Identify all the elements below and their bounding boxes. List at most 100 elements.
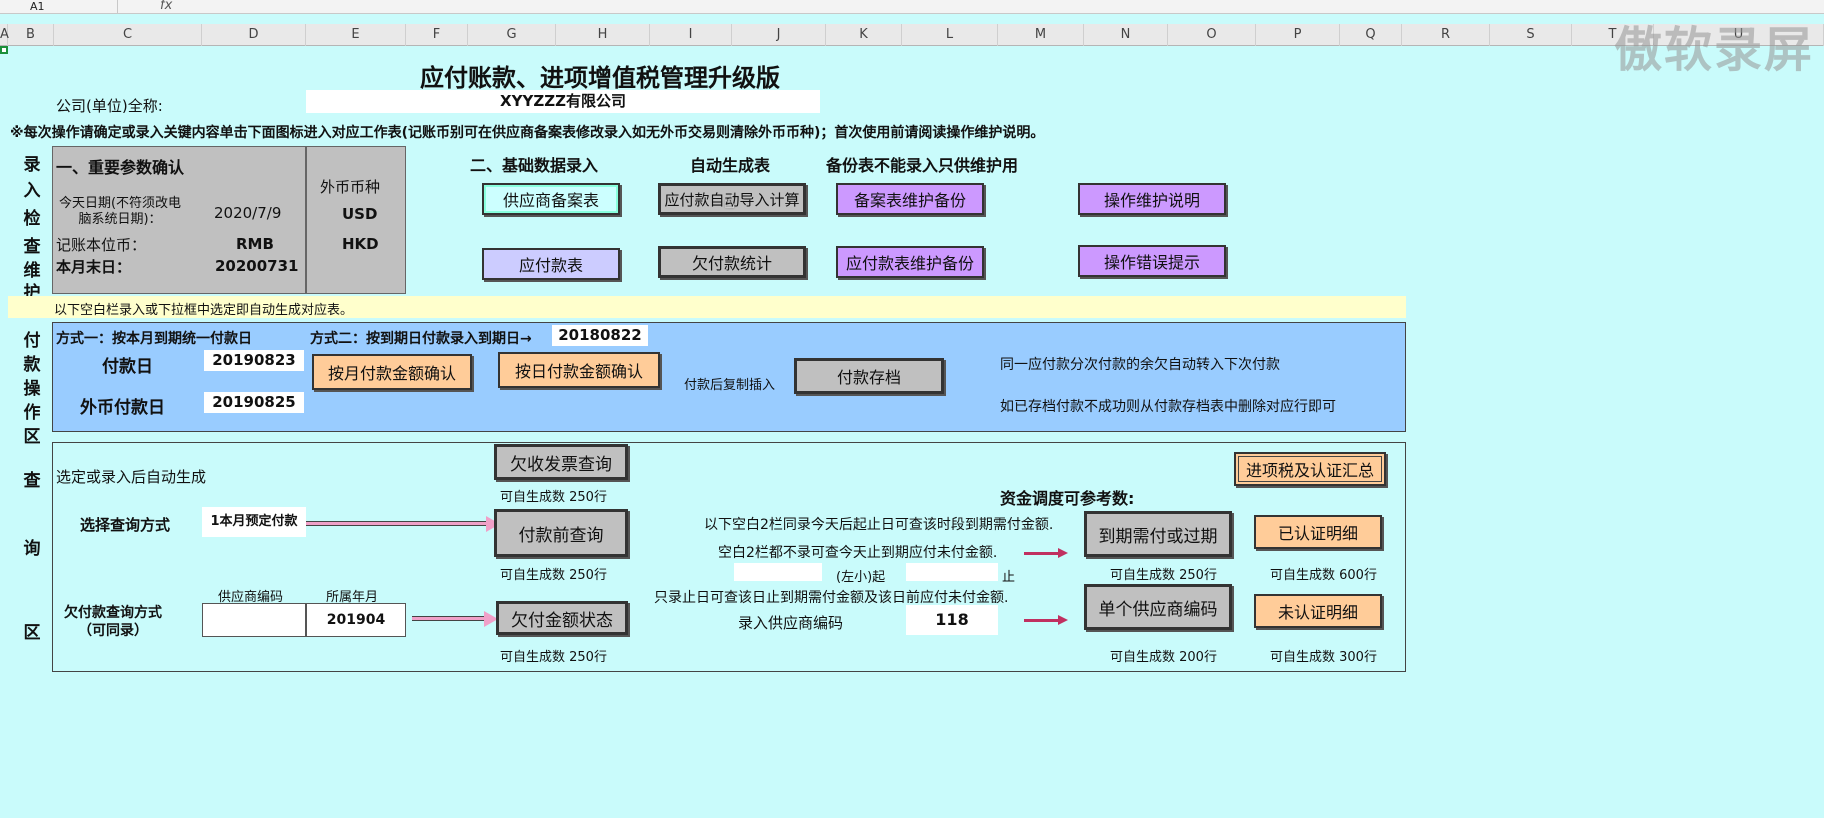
input-tax-summary-button[interactable]: 进项税及认证汇总 — [1234, 452, 1386, 486]
arrow-line — [412, 616, 490, 621]
single-supplier-code-button[interactable]: 单个供应商编码 — [1084, 584, 1232, 630]
payable-backup-button[interactable]: 应付款表维护备份 — [836, 246, 984, 278]
name-box[interactable]: A1 — [0, 0, 118, 14]
pay-day-label: 付款日 — [102, 357, 153, 377]
selected-cell-indicator — [0, 46, 8, 54]
from-date-input[interactable] — [734, 563, 822, 581]
certified-detail-button[interactable]: 已认证明细 — [1254, 515, 1382, 549]
column-header[interactable]: K — [826, 24, 902, 46]
section-backup-heading: 备份表不能录入只供维护用 — [826, 156, 1019, 175]
column-header[interactable]: F — [406, 24, 468, 46]
gen-count-label: 可自生成数 300行 — [1270, 650, 1377, 665]
column-header[interactable]: Q — [1340, 24, 1402, 46]
pay-method2-label: 方式二：按到期日付款录入到期日→ — [310, 331, 532, 347]
column-header[interactable]: G — [468, 24, 556, 46]
period-input[interactable]: 201904 — [306, 603, 406, 637]
gen-count-label: 可自生成数 600行 — [1270, 568, 1377, 583]
column-header[interactable]: O — [1168, 24, 1256, 46]
operation-manual-button[interactable]: 操作维护说明 — [1078, 183, 1226, 215]
from-label: (左小)起 — [836, 570, 886, 585]
gen-count-label: 可自生成数 250行 — [500, 650, 607, 665]
column-header[interactable]: E — [306, 24, 406, 46]
side-label-char: 维 — [23, 261, 41, 281]
supplier-record-button[interactable]: 供应商备案表 — [482, 183, 620, 215]
column-header[interactable]: A — [0, 24, 9, 46]
side-label-char: 询 — [23, 539, 41, 559]
supplier-code-input[interactable] — [202, 603, 306, 637]
arrow-line — [306, 521, 492, 526]
gen-count-label: 可自生成数 250行 — [500, 568, 607, 583]
period-header: 所属年月 — [326, 590, 379, 605]
query-panel — [52, 442, 1406, 672]
page-title: 应付账款、进项增值税管理升级版 — [420, 64, 780, 92]
notice-text: ※每次操作请确定或录入关键内容单击下面图标进入对应工作表(记账币别可在供应商备案… — [10, 125, 1045, 141]
params-heading: 一、重要参数确认 — [56, 158, 185, 177]
arrow-line — [1024, 552, 1060, 555]
column-header[interactable]: R — [1402, 24, 1490, 46]
column-header[interactable]: B — [8, 24, 54, 46]
column-header[interactable]: N — [1084, 24, 1168, 46]
funds-note-1: 以下空白2栏同录今天后起止日可查该时段到期需付金额. — [704, 517, 1054, 533]
funds-title: 资金调度可参考数: — [1000, 489, 1135, 508]
yellow-note-text: 以下空白栏录入或下拉框中选定即自动生成对应表。 — [54, 303, 354, 318]
fx-pay-day-input[interactable]: 20190825 — [204, 392, 304, 413]
column-header[interactable]: S — [1490, 24, 1572, 46]
fx-icon[interactable]: fx — [160, 0, 173, 13]
today-label: 今天日期(不符须改电脑系统日期)： — [58, 196, 182, 227]
currency-label: 记账本位币： — [56, 236, 147, 254]
side-label-char: 查 — [23, 237, 41, 257]
month-end-value: 20200731 — [215, 257, 299, 275]
supplier-code-header: 供应商编码 — [218, 590, 284, 605]
column-header[interactable]: H — [556, 24, 650, 46]
to-date-input[interactable] — [906, 563, 998, 581]
due-date-input[interactable]: 20180822 — [552, 325, 648, 346]
column-header[interactable]: M — [998, 24, 1084, 46]
column-header[interactable]: D — [202, 24, 306, 46]
select-mode-label: 选择查询方式 — [80, 516, 171, 534]
due-or-overdue-button[interactable]: 到期需付或过期 — [1084, 511, 1232, 557]
side-label-char: 入 — [23, 181, 41, 201]
pay-day-confirm-button[interactable]: 按日付款金额确认 — [498, 352, 660, 388]
pre-pay-query-button[interactable]: 付款前查询 — [494, 509, 628, 557]
column-header[interactable]: T — [1572, 24, 1654, 46]
arrow-right-icon — [1058, 548, 1068, 558]
supplier-code-query-input[interactable]: 118 — [906, 605, 998, 635]
select-mode-dropdown[interactable]: 1本月预定付款 — [202, 507, 306, 537]
side-label-char: 区 — [23, 623, 41, 643]
backup-case-button[interactable]: 备案表维护备份 — [836, 183, 984, 215]
pay-archive-button[interactable]: 付款存档 — [794, 358, 944, 394]
copy-insert-label: 付款后复制插入 — [684, 378, 776, 393]
side-label-char: 操 — [23, 379, 41, 399]
column-header[interactable]: I — [650, 24, 732, 46]
payable-table-button[interactable]: 应付款表 — [482, 248, 620, 280]
arrow-right-icon — [484, 611, 498, 627]
column-header[interactable]: C — [54, 24, 202, 46]
to-label: 止 — [1002, 570, 1016, 585]
side-label-char: 作 — [23, 403, 41, 423]
column-header[interactable]: J — [732, 24, 826, 46]
funds-note-2: 空白2栏都不录可查今天止到期应付未付金额. — [718, 545, 998, 561]
owed-mode-label: 欠付款查询方式（可同录） — [64, 605, 162, 639]
side-label-char: 款 — [23, 355, 41, 375]
pay-day-input[interactable]: 20190823 — [204, 350, 304, 371]
gen-count-label: 可自生成数 250行 — [1110, 568, 1217, 583]
owed-stats-button[interactable]: 欠付款统计 — [658, 246, 806, 278]
error-tips-button[interactable]: 操作错误提示 — [1078, 245, 1226, 277]
foreign-header: 外币币种 — [320, 178, 381, 196]
uncertified-detail-button[interactable]: 未认证明细 — [1254, 594, 1382, 628]
foreign-currency-panel — [306, 146, 406, 294]
side-label-char: 检 — [23, 209, 41, 229]
company-name-field[interactable]: XYYZZZ有限公司 — [306, 90, 820, 113]
fx-pay-day-label: 外币付款日 — [80, 398, 165, 418]
pay-note-2: 如已存档付款不成功则从付款存档表中删除对应行即可 — [1000, 399, 1336, 415]
owed-amount-status-button[interactable]: 欠付金额状态 — [496, 601, 628, 635]
funds-note-3: 只录止日可查该日止到期需付金额及该日前应付未付金额. — [654, 590, 1009, 606]
payable-auto-import-button[interactable]: 应付款自动导入计算 — [658, 183, 806, 215]
gen-count-label: 可自生成数 250行 — [500, 490, 607, 505]
column-header[interactable]: L — [902, 24, 998, 46]
today-value: 2020/7/9 — [214, 204, 282, 222]
column-header[interactable]: P — [1256, 24, 1340, 46]
owed-invoice-query-button[interactable]: 欠收发票查询 — [494, 444, 628, 480]
pay-month-confirm-button[interactable]: 按月付款金额确认 — [312, 354, 472, 390]
currency-value: RMB — [236, 235, 274, 253]
